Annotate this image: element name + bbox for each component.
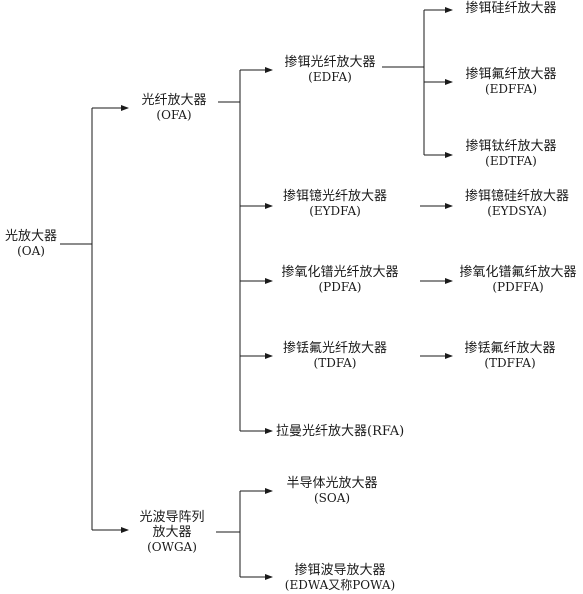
- node-ofa-abbr: (OFA): [156, 108, 192, 122]
- node-eydfa-label: 掺铒镱光纤放大器: [282, 189, 387, 204]
- node-tdfa-label: 掺铥氟光纤放大器: [282, 341, 387, 356]
- node-tdffa-abbr: (TDFFA): [484, 356, 536, 370]
- node-owga-abbr: (OWGA): [147, 540, 197, 554]
- node-tdfa: 掺铥氟光纤放大器 (TDFA): [272, 341, 398, 371]
- node-tdffa-label: 掺铥氟纤放大器: [464, 341, 556, 356]
- node-eydfa-abbr: (EYDFA): [309, 204, 361, 218]
- node-edffa-abbr: (EDFFA): [484, 82, 538, 96]
- node-edwa-abbr: (EDWA又称POWA): [284, 578, 396, 592]
- node-pdffa: 掺氧化镨氟纤放大器 (PDFFA): [454, 265, 582, 295]
- node-eydsya-abbr: (EYDSYA): [487, 204, 547, 218]
- node-eydfa: 掺铒镱光纤放大器 (EYDFA): [272, 189, 398, 219]
- node-edtfa-label: 掺铒钛纤放大器: [465, 139, 557, 154]
- node-eydsya: 掺铒镱硅纤放大器 (EYDSYA): [454, 189, 580, 219]
- node-edffa-label: 掺铒氟纤放大器: [465, 67, 557, 82]
- node-soa: 半导体光放大器 (SOA): [274, 476, 390, 506]
- node-owga: 光波导阵列 放大器 (OWGA): [128, 510, 216, 555]
- node-tdfa-abbr: (TDFA): [313, 356, 357, 370]
- node-edwa: 掺铒波导放大器 (EDWA又称POWA): [274, 563, 406, 593]
- node-eydsya-label: 掺铒镱硅纤放大器: [464, 189, 569, 204]
- node-rfa: 拉曼光纤放大器(RFA): [276, 424, 418, 439]
- node-pdfa-label: 掺氧化镨光纤放大器: [281, 265, 399, 280]
- node-soa-abbr: (SOA): [313, 491, 351, 505]
- node-oa-label: 光放大器: [4, 229, 57, 244]
- node-edfa-label: 掺铒光纤放大器: [284, 55, 376, 70]
- node-pdfa: 掺氧化镨光纤放大器 (PDFA): [272, 265, 408, 295]
- node-edfa-abbr: (EDFA): [308, 70, 352, 84]
- node-edfa: 掺铒光纤放大器 (EDFA): [274, 55, 386, 85]
- node-pdffa-abbr: (PDFFA): [492, 280, 544, 294]
- node-edsfa-label: 掺铒硅纤放大器: [465, 1, 557, 16]
- node-rfa-label: 拉曼光纤放大器(RFA): [276, 424, 405, 439]
- node-ofa: 光纤放大器 (OFA): [130, 93, 218, 123]
- node-edwa-label: 掺铒波导放大器: [294, 563, 386, 578]
- node-edtfa: 掺铒钛纤放大器 (EDTFA): [456, 139, 566, 169]
- node-oa-abbr: (OA): [17, 244, 45, 258]
- node-soa-label: 半导体光放大器: [286, 476, 378, 491]
- node-owga-label: 光波导阵列: [139, 510, 205, 525]
- node-edffa: 掺铒氟纤放大器 (EDFFA): [456, 67, 566, 97]
- node-owga-label-line2: 放大器: [152, 525, 192, 540]
- node-oa: 光放大器 (OA): [0, 229, 62, 259]
- node-pdfa-abbr: (PDFA): [318, 280, 362, 294]
- node-tdffa: 掺铥氟纤放大器 (TDFFA): [454, 341, 566, 371]
- node-edtfa-abbr: (EDTFA): [485, 154, 537, 168]
- node-ofa-label: 光纤放大器: [141, 93, 207, 108]
- node-pdffa-label: 掺氧化镨氟纤放大器: [459, 265, 577, 280]
- node-edsfa: 掺铒硅纤放大器: [456, 1, 566, 16]
